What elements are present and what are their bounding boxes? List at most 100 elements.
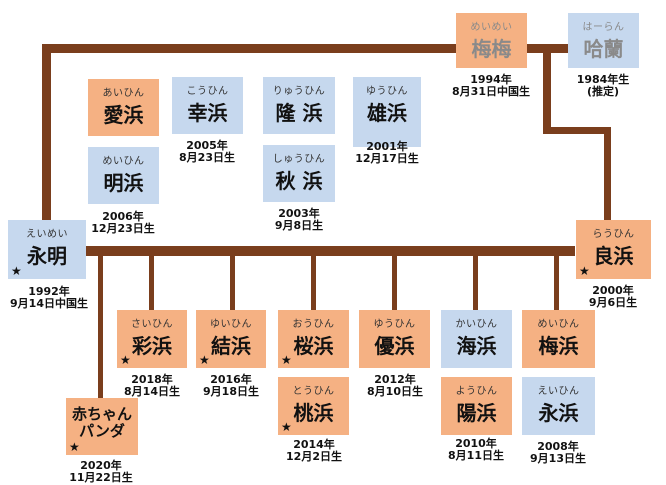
child-meihin-box: めいひん 明浜 [88, 147, 159, 204]
child-youhin-box: ようひん 陽浜 [441, 377, 512, 435]
star-icon: ★ [281, 353, 292, 367]
meihin-birth-info: 2006年 12月23日生 [68, 211, 178, 235]
youhin-birth-info: 2010年 8月11日生 [421, 438, 531, 462]
star-icon: ★ [11, 264, 22, 278]
ruby-label: りゅうひん [272, 86, 326, 97]
star-icon: ★ [579, 264, 590, 278]
star-icon: ★ [120, 353, 131, 367]
kouhin-birth-info: 2005年 8月23日生 [152, 140, 262, 164]
eimei-birth-info: 1992年 9月14日中国生 [0, 286, 104, 310]
drop-yuhin2 [392, 256, 397, 310]
touhin-birth-info: 2014年 12月2日生 [259, 439, 369, 463]
star-icon: ★ [199, 353, 210, 367]
panda-name: 雄浜 [367, 101, 407, 125]
panda-name: 永明 [27, 244, 67, 268]
panda-name: 秋 浜 [275, 169, 323, 193]
birth-date: 8月23日生 [179, 151, 235, 164]
birth-year: 2000年 [592, 284, 634, 297]
ruby-label: ゆいひん [210, 319, 252, 330]
star-icon: ★ [281, 420, 292, 434]
ruby-label: さいひん [131, 319, 173, 330]
birth-date: 8月14日生 [124, 385, 180, 398]
panda-birth-info: 2020年 11月22日生 [46, 460, 156, 484]
child-panda-box: 赤ちゃん パンダ ★ [66, 398, 138, 455]
ruby-label: こうひん [186, 86, 229, 97]
birth-year: 1994年 [470, 73, 512, 86]
birth-year: 2005年 [186, 139, 228, 152]
child-ryuhin-box: りゅうひん 隆 浜 [263, 77, 335, 134]
child-aihin-box: あいひん 愛浜 [88, 79, 159, 136]
meimei-birth-info: 1994年 8月31日中国生 [436, 74, 546, 98]
birth-year: 2020年 [80, 459, 122, 472]
drop-ouhin [311, 256, 316, 310]
panda-name: 優浜 [374, 334, 415, 358]
yuhin2-birth-info: 2012年 8月10日生 [340, 374, 450, 398]
drop-saihin [149, 256, 154, 310]
birth-date: 11月22日生 [69, 471, 133, 484]
ruby-label: えいめい [26, 229, 68, 240]
birth-year: 2012年 [374, 373, 416, 386]
birth-year: 2008年 [537, 440, 579, 453]
drop-kaihin [473, 256, 478, 310]
birth-date: 12月17日生 [355, 152, 419, 165]
birth-date: 9月6日生 [588, 296, 638, 309]
child-yuhin2-box: ゆうひん 優浜 [359, 310, 430, 368]
panda-name-line1: 赤ちゃん [71, 405, 132, 423]
panda-name: 梅浜 [538, 334, 579, 358]
meimei-drop-line [543, 53, 551, 133]
ruby-label: めいひん [102, 156, 145, 167]
child-saihin-box: さいひん 彩浜 ★ [117, 310, 187, 368]
birth-year: 2003年 [278, 207, 320, 220]
birth-year: 2014年 [293, 438, 335, 451]
top-branch-line [42, 44, 578, 53]
shuhin-birth-info: 2003年 9月8日生 [244, 208, 354, 232]
panda-drop-line [98, 256, 103, 398]
child-kouhin-box: こうひん 幸浜 [172, 77, 243, 134]
birth-date: 9月18日生 [203, 385, 259, 398]
birth-date: 8月10日生 [367, 385, 423, 398]
child-touhin-box: とうひん 桃浜 ★ [278, 377, 349, 435]
child-yuhin-box: ゆうひん 雄浜 [353, 77, 421, 147]
panda-name: 結浜 [211, 334, 251, 358]
star-icon: ★ [69, 440, 80, 454]
child-kaihin-box: かいひん 海浜 [441, 310, 512, 368]
birth-year: 2006年 [102, 210, 144, 223]
right-connector-line [543, 127, 610, 134]
birth-date: 8月11日生 [448, 449, 504, 462]
child-meihin2-box: めいひん 梅浜 [522, 310, 595, 368]
ruby-label: めいひん [537, 319, 580, 330]
panda-name: 梅梅 [471, 37, 512, 61]
ruby-label: おうひん [292, 319, 335, 330]
birth-date: 9月14日中国生 [10, 297, 88, 310]
hairan-birth-info: 1984年生 (推定) [548, 74, 658, 98]
birth-year: 2018年 [131, 373, 173, 386]
rauhin-birth-info: 2000年 9月6日生 [558, 285, 666, 309]
panda-name-line2: パンダ [79, 422, 125, 440]
panda-name: 陽浜 [456, 401, 497, 425]
ruby-label: はーらん [582, 22, 625, 33]
child-yuihin-box: ゆいひん 結浜 ★ [196, 310, 266, 368]
parent-eimei-box: えいめい 永明 ★ [8, 220, 86, 279]
panda-name: 桜浜 [293, 334, 334, 358]
panda-name: 幸浜 [187, 101, 228, 125]
birth-year: 2016年 [210, 373, 252, 386]
birth-year: 1992年 [28, 285, 70, 298]
panda-name: 赤ちゃん パンダ [66, 406, 138, 440]
panda-name: 愛浜 [103, 103, 144, 127]
ruby-label: えいひん [537, 386, 580, 397]
child-ouhin-box: おうひん 桜浜 ★ [278, 310, 349, 368]
panda-name: 彩浜 [132, 334, 172, 358]
eihin-birth-info: 2008年 9月13日生 [503, 441, 613, 465]
ruby-label: ゆうひん [366, 86, 408, 97]
panda-name: 良浜 [593, 244, 634, 268]
ruby-label: しゅうひん [272, 154, 326, 165]
panda-name: 隆 浜 [275, 101, 323, 125]
birth-date: (推定) [586, 85, 620, 98]
ruby-label: かいひん [455, 319, 498, 330]
parent-hairan-box: はーらん 哈蘭 [568, 13, 639, 68]
yuihin-birth-info: 2016年 9月18日生 [176, 374, 286, 398]
birth-year: 2010年 [455, 437, 497, 450]
ruby-label: らうひん [592, 229, 635, 240]
panda-name: 明浜 [103, 171, 144, 195]
panda-name: 桃浜 [293, 401, 334, 425]
